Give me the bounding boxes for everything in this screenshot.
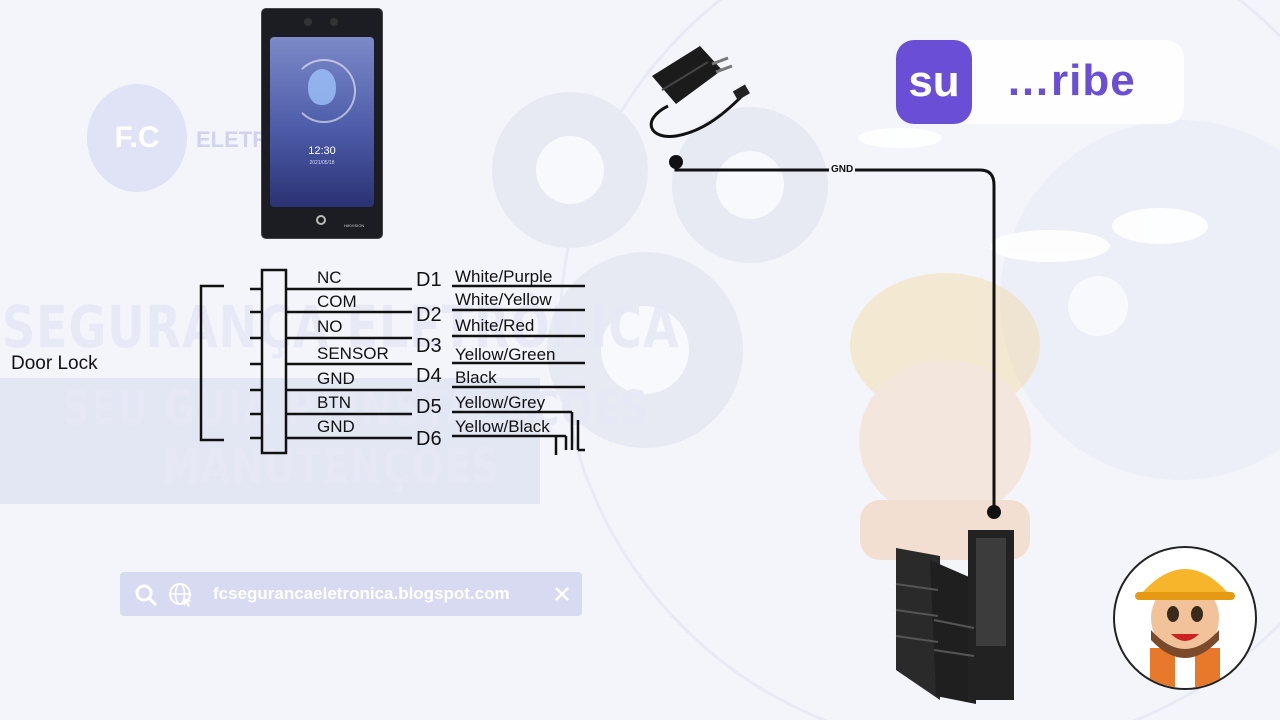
wire-color-label: Yellow/Black — [455, 417, 550, 436]
camera-lens-icon — [330, 18, 338, 26]
face-icon — [308, 69, 336, 105]
lock-terminal-dot — [987, 505, 1001, 519]
terminal-block — [260, 268, 288, 455]
door-lock-bracket — [199, 284, 224, 442]
device-brand: HIKVISION — [344, 223, 365, 228]
screen-time: 12:30 — [308, 145, 336, 157]
terminal-screen: 12:30 2021/05/18 — [270, 37, 374, 207]
scan-ring — [292, 59, 356, 123]
screen-date: 2021/05/18 — [309, 160, 335, 166]
terminal-label-gnd: GND — [317, 369, 355, 388]
wire-color-label: Black — [455, 368, 497, 387]
terminal-label-btn: BTN — [317, 393, 351, 412]
connector-label-d5: D5 — [416, 396, 442, 418]
wire-color-label: White/Yellow — [455, 290, 552, 309]
terminal-label-gnd-2: GND — [317, 417, 355, 436]
url-text: fcsegurancaeletronica.blogspot.com — [213, 584, 510, 603]
power-adapter-icon — [649, 46, 750, 138]
subscribe-logo-mark: su — [896, 40, 972, 124]
wire-color-label: Yellow/Grey — [455, 393, 546, 412]
watermark-band — [0, 378, 540, 504]
close-icon[interactable] — [555, 587, 569, 601]
wire-color-label: White/Purple — [455, 267, 553, 286]
connector-label-d6: D6 — [416, 428, 442, 450]
face-recognition-terminal: 12:30 2021/05/18 HIKVISION — [262, 9, 382, 238]
globe-icon — [169, 583, 192, 607]
connector-label-d4: D4 — [416, 365, 442, 387]
connector-label-d2: D2 — [416, 304, 442, 326]
subscribe-button[interactable]: su …ribe — [896, 40, 1184, 124]
watermark-logo: F.C — [87, 84, 187, 192]
connector-label-d3: D3 — [416, 335, 442, 357]
mascot-icon — [1135, 569, 1235, 688]
terminal-label-sensor: SENSOR — [317, 344, 389, 363]
watermark-title: SEGURANÇA ELETRÔNICA — [2, 293, 680, 361]
magnetic-lock-icon — [895, 530, 1014, 704]
door-lock-label: Door Lock — [11, 353, 98, 374]
camera-lens-icon — [304, 18, 312, 26]
wire-color-label: Yellow/Green — [455, 345, 556, 364]
url-search-bar[interactable]: fcsegurancaeletronica.blogspot.com — [120, 572, 582, 616]
subscribe-text: …ribe — [1006, 56, 1136, 105]
terminal-label-no: NO — [317, 317, 343, 336]
watermark-logo-word: ELETR — [196, 127, 269, 152]
adapter-terminal-dot — [669, 155, 683, 169]
gnd-wire-label: GND — [829, 164, 856, 175]
terminal-label-nc: NC — [317, 268, 342, 287]
search-icon — [135, 584, 158, 607]
mascot-avatar — [1113, 546, 1257, 690]
terminal-label-com: COM — [317, 292, 357, 311]
watermark-subtitle-2: MANUTENÇÕES — [162, 438, 501, 494]
connector-label-d1: D1 — [416, 269, 442, 291]
home-button-icon — [316, 215, 326, 225]
wire-color-label: White/Red — [455, 316, 535, 335]
